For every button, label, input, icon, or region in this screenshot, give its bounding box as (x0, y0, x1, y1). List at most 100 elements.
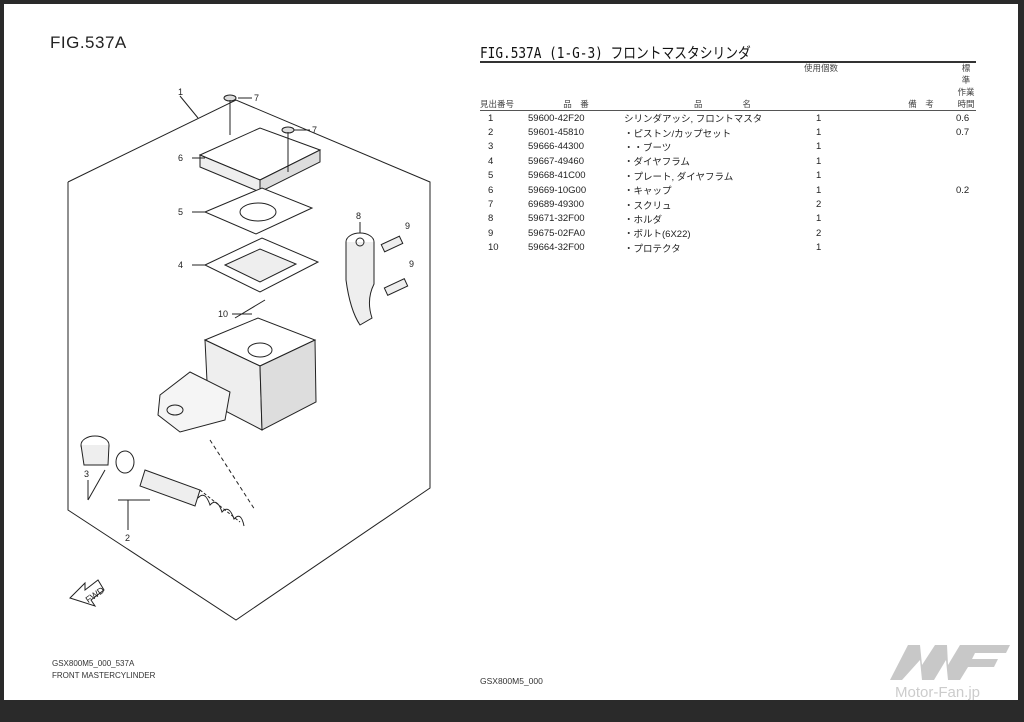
std-time: 0.2 (956, 184, 970, 196)
part-number: 59600-42F20 (528, 112, 585, 124)
callout-1: 1 (178, 87, 183, 97)
footer-model: GSX800M5_000 (480, 676, 543, 686)
screw-part (223, 94, 237, 135)
ref-no: 3 (488, 141, 494, 153)
remarks (886, 226, 956, 240)
assembly-outline (67, 99, 431, 621)
std-time (956, 140, 976, 154)
callout-7: 7 (254, 93, 259, 103)
header-remarks: 備 考 (908, 99, 934, 109)
callout-7: 7 (312, 125, 317, 135)
quantity: 1 (816, 213, 822, 225)
part-name: ・ピストン/カップセット (624, 128, 732, 140)
header-std-time: 標 準作業時間 (956, 62, 979, 111)
ref-no: 6 (488, 184, 494, 196)
part-name: ・ボルト(6X22) (624, 229, 691, 241)
ref-no: 1 (488, 112, 494, 124)
remarks (886, 111, 956, 126)
table-title: FIG.537A (1-G-3) フロントマスタシリンダ (480, 44, 751, 62)
header-name-b: 名 (742, 99, 752, 109)
quantity: 1 (816, 155, 822, 167)
part-number: 59601-45810 (528, 127, 584, 139)
quantity: 1 (816, 242, 822, 254)
part-number: 59675-02FA0 (528, 227, 586, 239)
part-number: 59664-32F00 (528, 242, 585, 254)
holder-part (345, 232, 375, 326)
diaphragm-part (203, 237, 320, 293)
ref-no: 4 (488, 155, 494, 167)
part-number: 59667-49460 (528, 155, 584, 167)
header-std-a: 標 準 (961, 63, 979, 85)
table-header: 見出番号 品 番 品名 使用個数 備 考 標 準作業時間 (480, 62, 979, 111)
std-time (956, 154, 976, 168)
remarks (886, 183, 956, 197)
motor-fan-logo (890, 645, 1010, 680)
header-std-b: 作業時間 (957, 87, 975, 109)
part-name: ・プロテクタ (624, 243, 681, 255)
callout-9: 9 (405, 221, 410, 231)
quantity: 2 (816, 199, 822, 211)
header-name-a: 品 (694, 99, 703, 109)
callout-4: 4 (178, 260, 183, 270)
std-time: 0.7 (956, 127, 970, 139)
part-name: ・プレート, ダイヤフラム (624, 171, 734, 183)
ref-no: 8 (488, 213, 494, 225)
part-number: 59666-44300 (528, 141, 584, 153)
ref-no: 9 (488, 227, 494, 239)
parts-catalog-page (4, 4, 1018, 700)
std-time: 0.6 (956, 112, 970, 124)
table-row: 3 59666-44300 ・・ブーツ 1 (480, 140, 976, 154)
part-name: ・ダイヤフラム (624, 157, 690, 169)
remarks (886, 169, 956, 183)
fwd-arrow-icon (69, 579, 105, 607)
part-number: 59669-10G00 (528, 184, 587, 196)
watermark: Motor-Fan.jp (895, 684, 981, 701)
ref-no: 2 (488, 127, 494, 139)
callout-9: 9 (409, 259, 414, 269)
part-number: 59668-41C00 (528, 170, 586, 182)
title-rule (480, 61, 976, 63)
part-name: ・ホルダ (624, 214, 663, 226)
remarks (886, 241, 956, 255)
header-ref-no: 見出番号 (480, 99, 515, 109)
quantity: 1 (816, 141, 822, 153)
remarks (886, 140, 956, 154)
footer-code: GSX800M5_000_537A (52, 659, 135, 668)
part-number: 69689-49300 (528, 199, 584, 211)
callout-2: 2 (125, 533, 130, 543)
remarks (886, 125, 956, 139)
std-time (956, 212, 976, 226)
part-name: ・キャップ (624, 186, 672, 198)
master-cylinder-body-part (157, 317, 317, 433)
bolt-part (380, 235, 404, 253)
remarks (886, 197, 956, 211)
piston-cup-set-part (115, 450, 245, 527)
table-row: 4 59667-49460 ・ダイヤフラム 1 (480, 154, 976, 169)
part-name: シリンダアッシ, フロントマスタ (624, 114, 763, 126)
cap-part (198, 127, 322, 193)
footer-caption: FRONT MASTERCYLINDER (52, 671, 156, 680)
std-time (956, 197, 976, 211)
header-part-no: 品 番 (563, 99, 589, 109)
figure-label: FIG.537A (50, 33, 127, 52)
quantity: 1 (816, 127, 822, 139)
part-name: ・スクリュ (624, 200, 672, 212)
table-row: 1 59600-42F20 シリンダアッシ, フロントマスタ 1 0.6 (480, 111, 976, 126)
callout-5: 5 (178, 207, 183, 217)
table-row: 9 59675-02FA0 ・ボルト(6X22) 2 (480, 226, 976, 241)
exploded-diagram: FWD 1 7 7 6 5 4 8 9 9 10 3 2 (67, 87, 431, 621)
quantity: 1 (816, 112, 822, 124)
callout-3: 3 (84, 469, 89, 479)
callout-6: 6 (178, 153, 183, 163)
quantity: 2 (816, 227, 822, 239)
remarks (886, 212, 956, 226)
part-name: ・・ブーツ (624, 142, 672, 154)
remarks (886, 154, 956, 168)
quantity: 1 (816, 170, 822, 182)
bolt-part (383, 278, 409, 296)
